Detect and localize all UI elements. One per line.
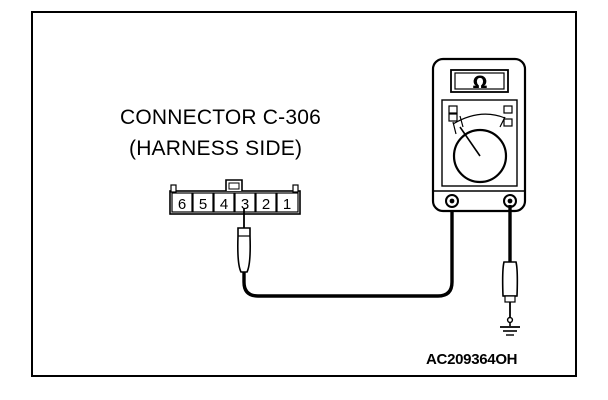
probe-ground-side [501,261,519,320]
pin-label: 6 [178,196,186,213]
pin-cell: 6 [171,192,193,213]
pin-label: 1 [283,196,291,213]
connector-subtitle: (HARNESS SIDE) [129,137,303,160]
figure-code: AC209364OH [426,351,518,368]
connector-title: CONNECTOR C-306 [120,106,321,129]
pin-label: 2 [262,196,270,213]
pin-cell: 5 [192,192,214,213]
connector-ear-right [292,184,299,193]
pin-cell: 1 [276,192,299,213]
pin-label: 5 [199,196,207,213]
pin-label: 4 [220,196,228,213]
pin-cell: 2 [255,192,277,213]
connector-pins: 6 5 4 3 2 1 [171,192,299,213]
connector-lock-window [228,182,240,190]
test-lead-connector [242,205,454,298]
diagram-frame [31,11,577,377]
meter-display-inner [454,72,505,90]
meter-display-symbol: Ω [473,73,487,93]
connector-ear-left [170,184,177,193]
probe-connector-side [237,208,251,273]
pin-label: 3 [241,196,249,213]
pin-cell: 4 [213,192,235,213]
ground-icon [500,316,520,336]
pin-cell-probed: 3 [234,192,256,213]
multimeter-icon [431,57,527,213]
